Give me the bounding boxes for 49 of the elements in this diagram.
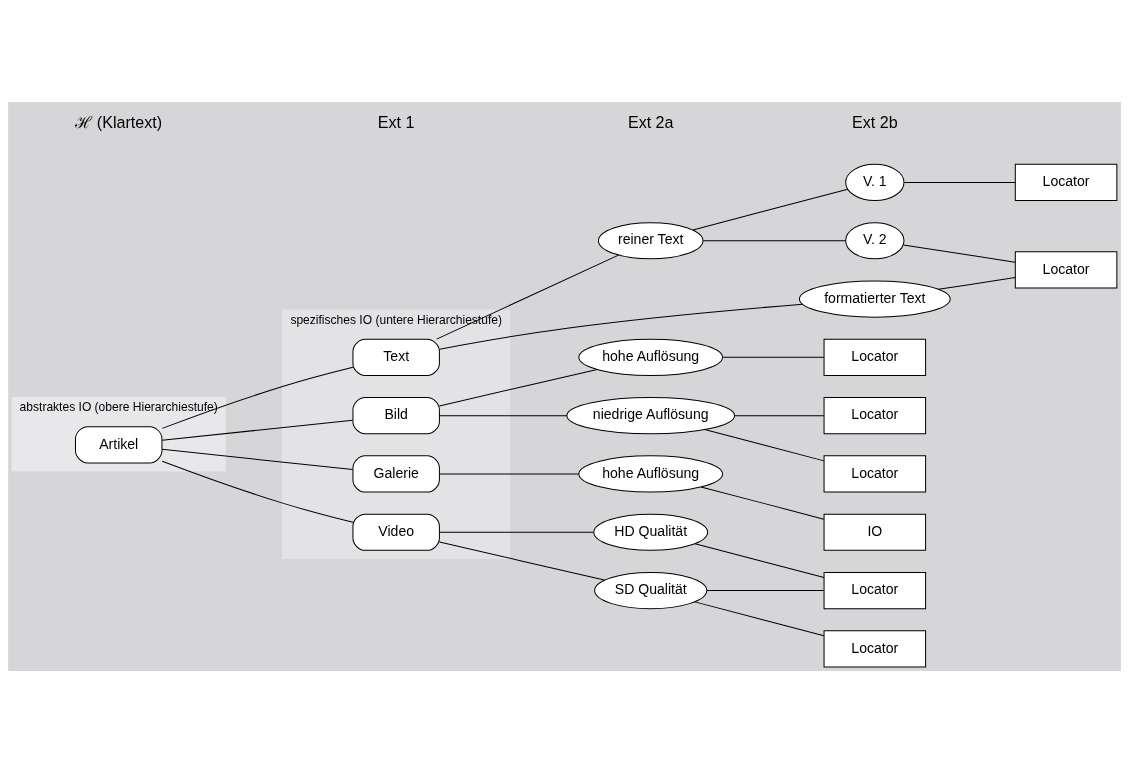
connector (700, 486, 825, 520)
node-box: Locator (823, 397, 927, 435)
node-box: Locator (823, 630, 927, 668)
connector (161, 460, 354, 523)
connector (722, 356, 825, 358)
node-box: Locator (823, 571, 927, 610)
node-ellipse: V. 1 (845, 163, 905, 202)
node-ellipse: SD Qualität (594, 571, 708, 610)
node-box: Bild (352, 397, 440, 435)
label: Ext 2b (852, 112, 898, 131)
connector (438, 531, 595, 533)
connector (436, 254, 619, 340)
node-box: Locator (823, 338, 927, 376)
connector (706, 590, 825, 592)
node-box: IO (823, 513, 927, 551)
connector (694, 543, 825, 578)
connector (438, 473, 580, 475)
node-ellipse: niedrige Auflösung (566, 397, 736, 435)
connector (439, 303, 804, 350)
node-box: Galerie (352, 455, 440, 493)
connector (903, 181, 1016, 183)
node-box: Video (352, 513, 440, 551)
node-ellipse: hohe Auflösung (578, 455, 724, 493)
connector (161, 366, 354, 429)
connector (161, 448, 354, 470)
node-ellipse: HD Qualität (593, 513, 709, 551)
node-box: Locator (1014, 251, 1118, 289)
connector (902, 244, 1016, 263)
label: ℋ (Klartext) (75, 112, 163, 131)
connector (733, 415, 825, 417)
node-box: Locator (1014, 163, 1118, 202)
connector (702, 240, 847, 242)
node-box: Text (352, 338, 440, 376)
node-ellipse: hohe Auflösung (578, 338, 724, 376)
connector (438, 415, 568, 417)
connector (704, 429, 825, 462)
connector (161, 419, 354, 441)
node-ellipse: reiner Text (597, 222, 704, 260)
node-ellipse: formatierter Text (798, 280, 951, 318)
connector (692, 188, 849, 231)
connector (938, 277, 1016, 290)
node-box: Locator (823, 455, 927, 493)
node-box: Artikel (75, 426, 163, 464)
label: Ext 1 (377, 112, 415, 131)
node-ellipse: V. 2 (845, 222, 905, 260)
connector (438, 541, 605, 581)
label: Ext 2a (627, 112, 674, 131)
connector (438, 368, 598, 407)
connector (694, 601, 825, 637)
